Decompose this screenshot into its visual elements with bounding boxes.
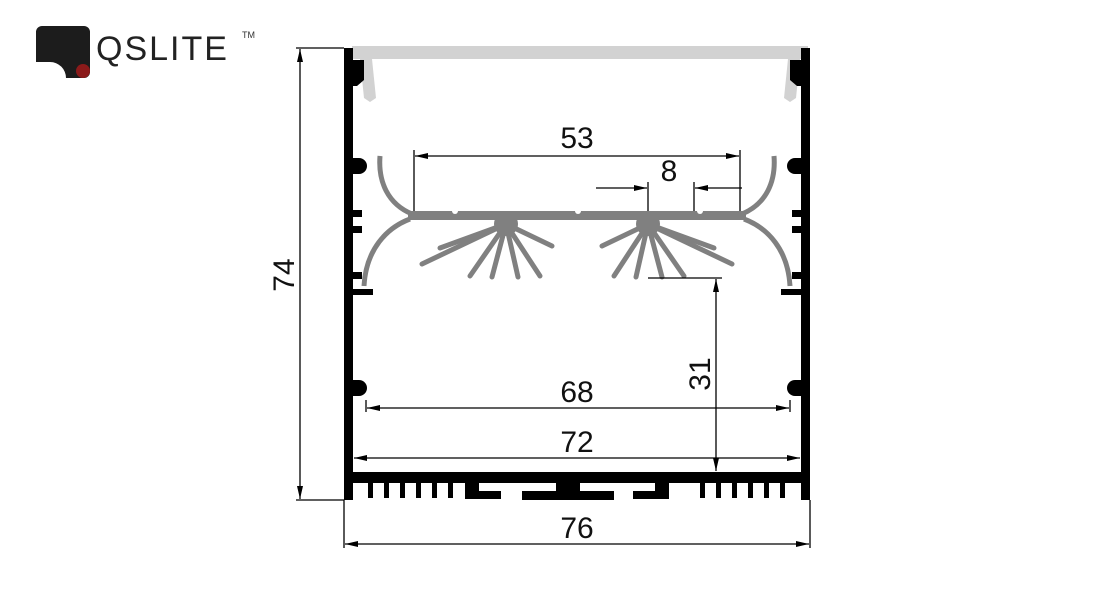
dim-overall-width: 76 (560, 512, 593, 545)
dim-inner-width-72: 72 (560, 426, 593, 459)
aluminium-profile (344, 48, 810, 500)
dim-inner-width-68: 68 (560, 376, 593, 409)
brand-trademark: TM (242, 30, 255, 40)
dim-overall-height: 74 (268, 258, 301, 291)
dim-board-span: 53 (560, 122, 593, 155)
diffuser-cover (352, 46, 808, 102)
dim-clip-gap: 8 (661, 155, 678, 188)
brand-name: QSLITE (96, 30, 229, 68)
logo-mark-icon (36, 26, 90, 78)
dimension-lines (296, 47, 811, 548)
heatsink-board (361, 155, 793, 287)
dim-board-height: 31 (684, 357, 717, 390)
brand-logo: QSLITE TM (36, 24, 266, 80)
